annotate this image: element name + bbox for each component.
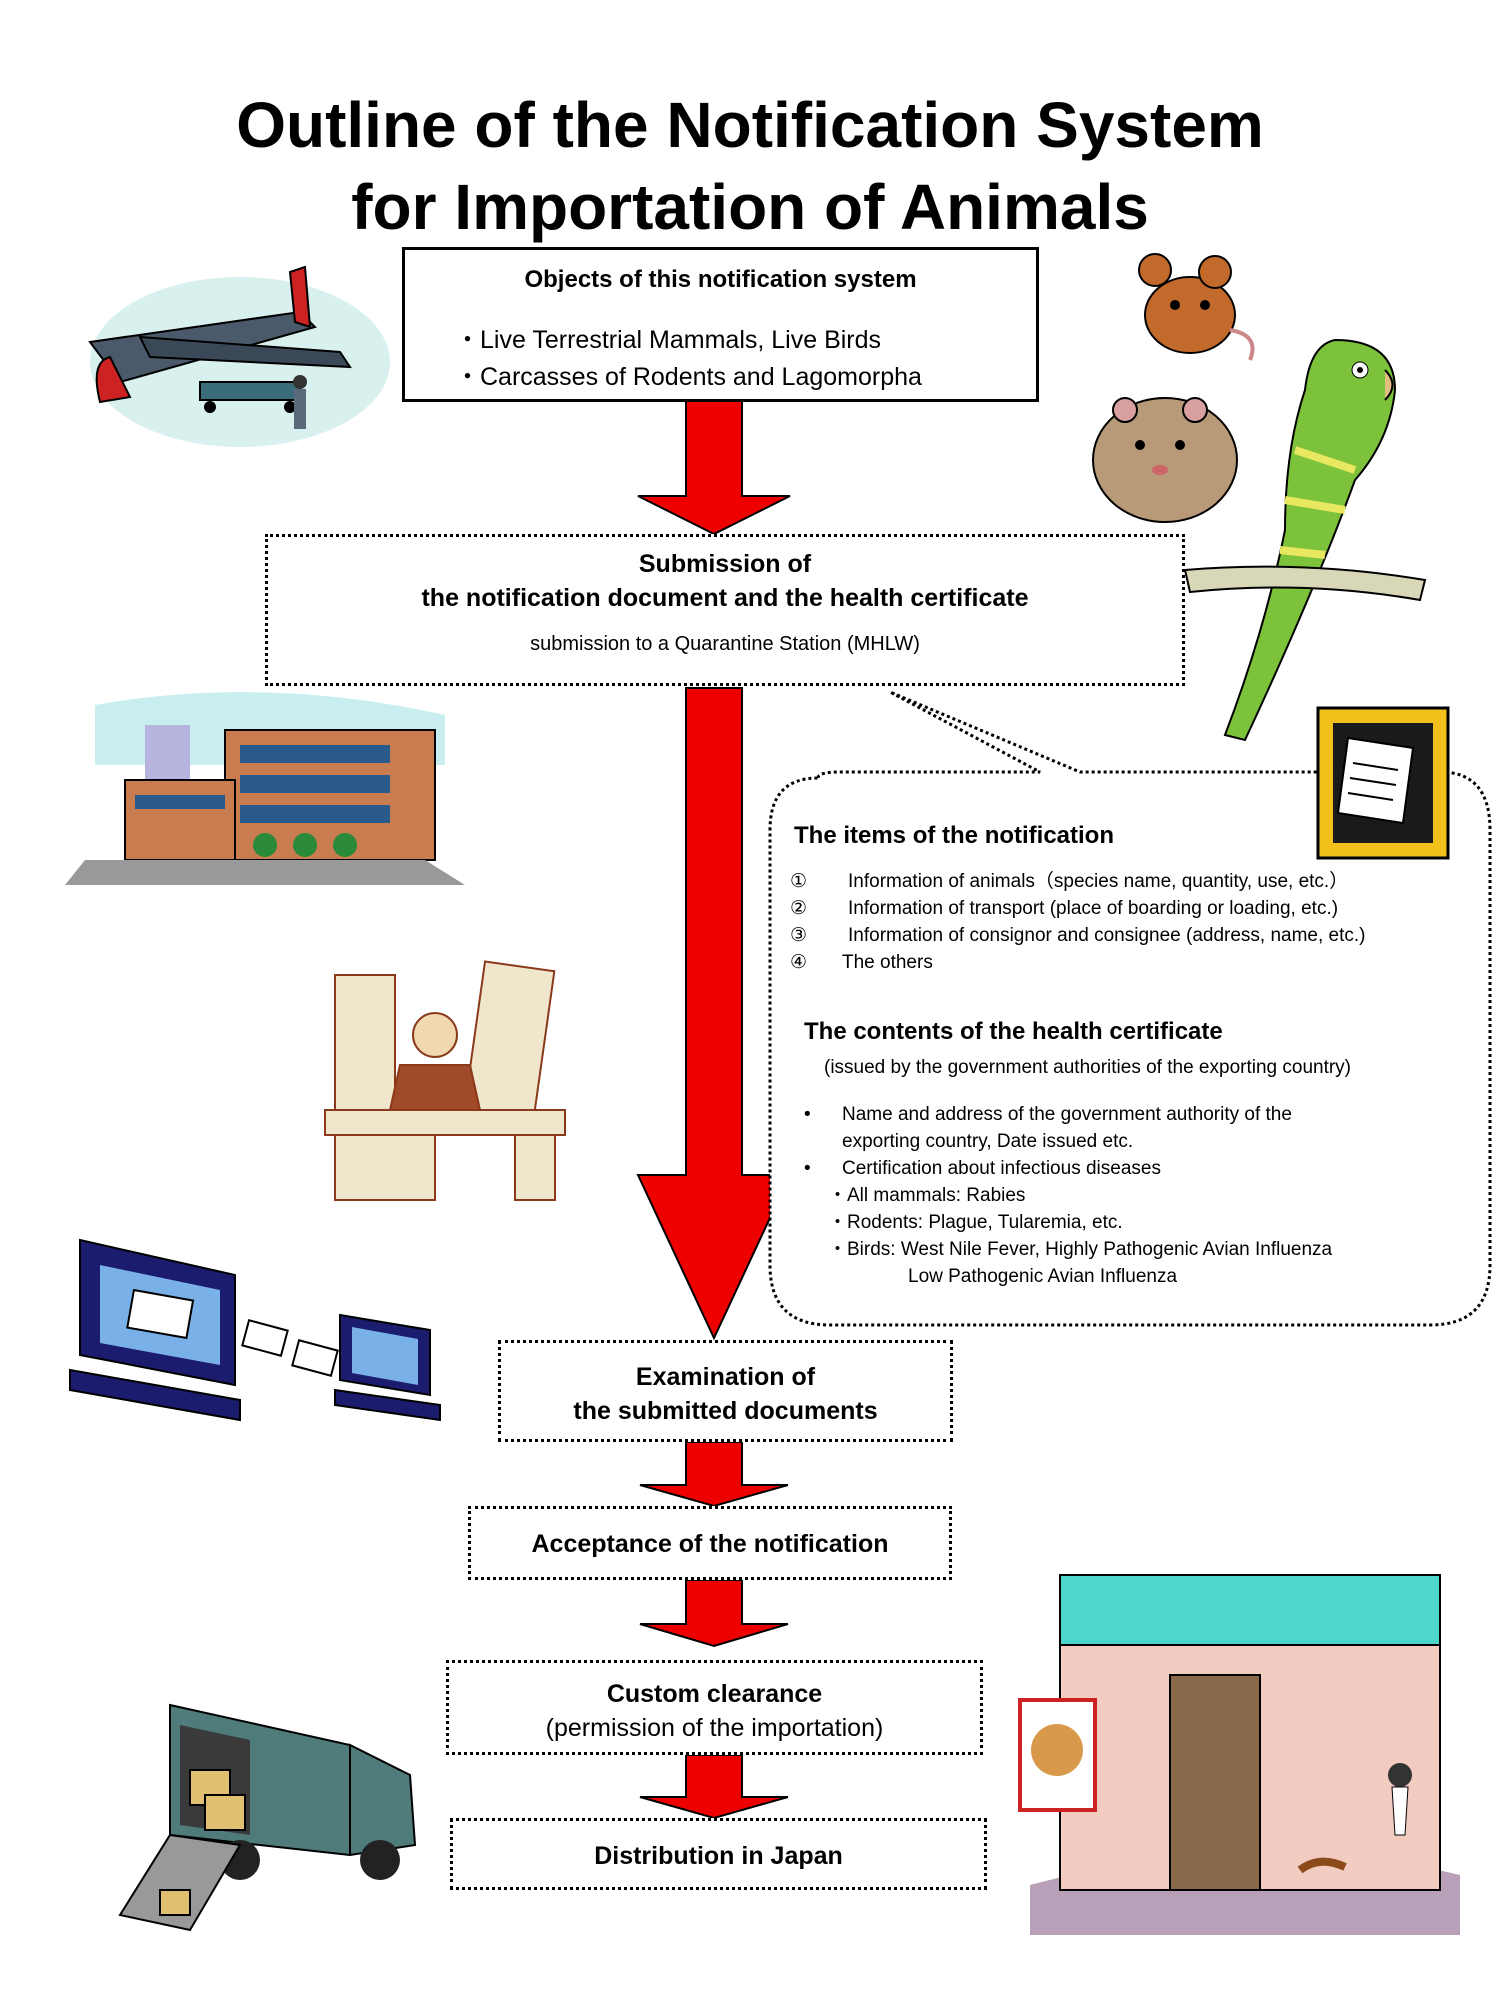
page-title: Outline of the Notification System for I… bbox=[0, 84, 1500, 248]
acceptance-box: Acceptance of the notification bbox=[468, 1506, 952, 1580]
distribution-label: Distribution in Japan bbox=[594, 1842, 843, 1870]
custom-line-2: (permission of the importation) bbox=[545, 1714, 884, 1742]
bullet: • bbox=[804, 1158, 811, 1179]
custom-box: Custom clearance (permission of the impo… bbox=[446, 1660, 983, 1755]
certificate-item-line: Certification about infectious diseases bbox=[842, 1158, 1161, 1179]
objects-list: ・Live Terrestrial Mammals, Live Birds ・C… bbox=[455, 322, 1036, 396]
title-line-2: for Importation of Animals bbox=[351, 171, 1149, 243]
certificate-item: • Certification about infectious disease… bbox=[804, 1155, 1484, 1182]
item-number: ④ bbox=[790, 952, 808, 973]
examination-box: Examination of the submitted documents bbox=[498, 1340, 953, 1442]
item-number: ② bbox=[790, 898, 808, 919]
arrow-custom-to-distribution bbox=[639, 1754, 789, 1820]
disease-item-continued: Low Pathogenic Avian Influenza bbox=[908, 1266, 1178, 1287]
item-text: Information of transport (place of board… bbox=[848, 898, 1339, 919]
certificate-item-line: exporting country, Date issued etc. bbox=[842, 1131, 1134, 1152]
clerk-illustration bbox=[324, 960, 566, 1201]
certificate-heading: The contents of the health certificate bbox=[804, 1018, 1223, 1045]
notification-item: ② Information of transport (place of boar… bbox=[790, 895, 1480, 922]
certificate-list: • Name and address of the government aut… bbox=[804, 1101, 1484, 1290]
building-illustration bbox=[65, 692, 465, 885]
arrow-examination-to-acceptance bbox=[639, 1441, 789, 1508]
notification-items-list: ① Information of animals（species name, qu… bbox=[790, 868, 1480, 976]
objects-item: ・Live Terrestrial Mammals, Live Birds bbox=[455, 326, 882, 354]
pet-shop-illustration bbox=[1018, 1574, 1460, 1935]
disease-item: ・All mammals: Rabies bbox=[828, 1185, 1026, 1206]
notification-item: ① Information of animals（species name, qu… bbox=[790, 868, 1480, 895]
objects-box: Objects of this notification system ・Liv… bbox=[402, 247, 1039, 402]
notification-items-heading: The items of the notification bbox=[794, 822, 1115, 849]
item-text: Information of consignor and consignee (… bbox=[848, 925, 1366, 946]
disease-item: ・Rodents: Plague, Tularemia, etc. bbox=[828, 1212, 1123, 1233]
truck-illustration bbox=[118, 1703, 417, 1932]
certificate-item-line: Name and address of the government autho… bbox=[842, 1104, 1292, 1125]
title-line-1: Outline of the Notification System bbox=[236, 89, 1264, 161]
disease-list: ・All mammals: Rabies ・Rodents: Plague, T… bbox=[804, 1182, 1484, 1290]
notification-items-section: The items of the notification ① Informati… bbox=[790, 822, 1480, 976]
hamster-illustration bbox=[1092, 397, 1238, 523]
submission-sub: submission to a Quarantine Station (MHLW… bbox=[530, 633, 920, 655]
disease-item: ・Birds: West Nile Fever, Highly Pathogen… bbox=[828, 1239, 1333, 1260]
objects-heading: Objects of this notification system bbox=[524, 266, 917, 293]
acceptance-label: Acceptance of the notification bbox=[531, 1530, 889, 1558]
item-number: ③ bbox=[790, 925, 808, 946]
computers-illustration bbox=[69, 1238, 441, 1422]
airplane-illustration bbox=[88, 265, 390, 447]
arrow-objects-to-submission bbox=[637, 399, 791, 536]
item-text: Information of animals（species name, qua… bbox=[848, 871, 1349, 892]
mouse-illustration bbox=[1138, 253, 1255, 361]
submission-box: Submission of the notification document … bbox=[265, 534, 1185, 686]
document-icon bbox=[1316, 706, 1450, 860]
notification-item: ③ Information of consignor and consignee … bbox=[790, 922, 1480, 949]
certificate-section: The contents of the health certificate (… bbox=[804, 1018, 1484, 1290]
objects-item: ・Carcasses of Rodents and Lagomorpha bbox=[455, 363, 922, 391]
distribution-box: Distribution in Japan bbox=[450, 1818, 987, 1890]
certificate-item: • Name and address of the government aut… bbox=[804, 1101, 1484, 1155]
submission-line-1: Submission of bbox=[638, 550, 812, 578]
custom-line-1: Custom clearance bbox=[606, 1680, 823, 1708]
bullet: • bbox=[804, 1104, 811, 1125]
examination-line-1: Examination of bbox=[635, 1363, 816, 1391]
parrot-illustration bbox=[1183, 338, 1427, 742]
item-text: The others bbox=[842, 952, 933, 973]
arrow-acceptance-to-custom bbox=[639, 1579, 789, 1648]
submission-line-2: the notification document and the health… bbox=[421, 584, 1029, 612]
item-number: ① bbox=[790, 871, 808, 892]
arrow-submission-to-examination bbox=[636, 687, 792, 1341]
examination-line-2: the submitted documents bbox=[573, 1397, 878, 1425]
notification-item: ④ The others bbox=[790, 949, 1480, 976]
certificate-note: (issued by the government authorities of… bbox=[824, 1057, 1352, 1078]
